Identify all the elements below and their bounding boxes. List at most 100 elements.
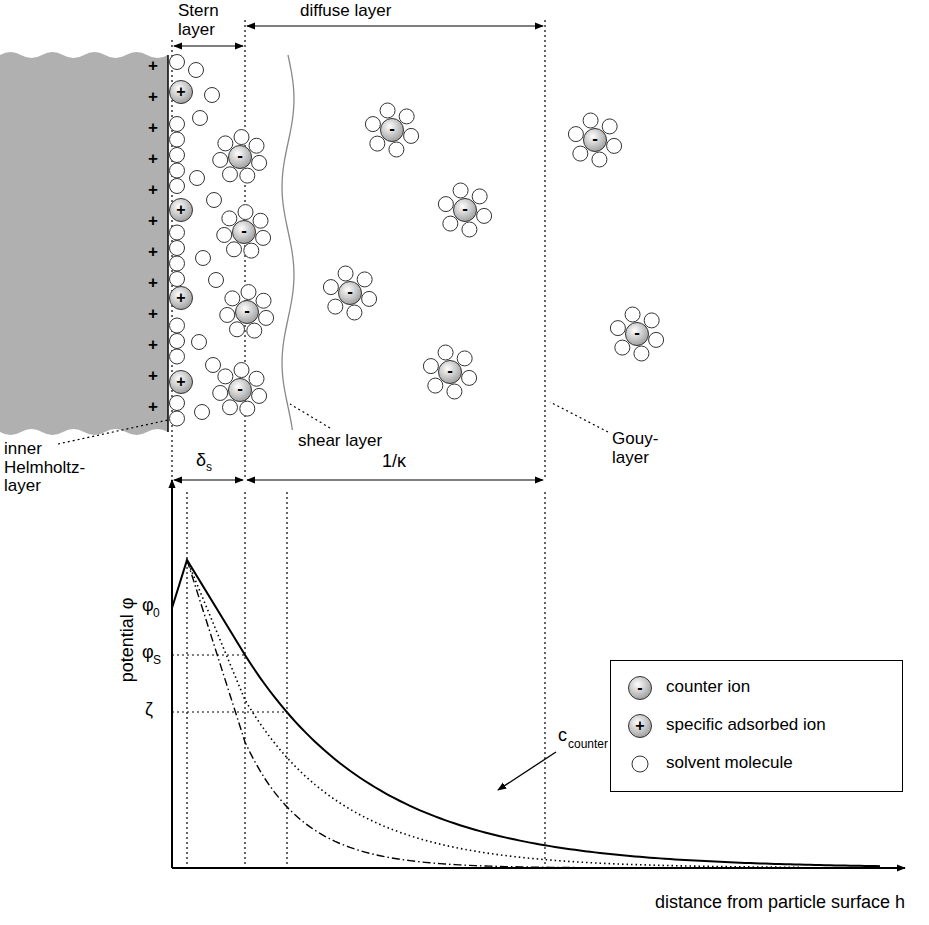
leader-line xyxy=(290,404,330,428)
solvent-molecule xyxy=(347,305,362,320)
concentration-arrow xyxy=(498,752,556,790)
leader-line xyxy=(550,402,608,432)
counter-ion xyxy=(339,282,362,305)
ion-charge: + xyxy=(176,373,185,391)
solvent-molecule xyxy=(170,411,185,426)
solvent-molecule xyxy=(226,242,241,257)
annotation-label: distance from particle surface h xyxy=(655,893,905,913)
delta-dimension xyxy=(174,479,243,480)
solvent-molecule xyxy=(607,138,622,153)
legend-row: solvent molecule xyxy=(611,745,902,783)
counter-ion xyxy=(236,301,259,324)
solvent-molecule xyxy=(170,256,185,271)
solvent-molecule xyxy=(462,370,477,385)
solvent-molecule xyxy=(195,405,210,420)
solvent-molecule xyxy=(229,322,244,337)
solvent-molecule xyxy=(170,163,185,178)
solvent-molecule xyxy=(583,113,598,128)
solvent-molecule xyxy=(238,205,253,220)
solvent-molecule xyxy=(428,378,443,393)
solvent-molecule xyxy=(222,211,237,226)
surface-charge: + xyxy=(148,150,158,169)
solvent-molecule xyxy=(472,189,487,204)
solvent-molecule xyxy=(190,171,205,186)
surface-charge: + xyxy=(148,274,158,293)
charge-sign: + xyxy=(627,713,653,739)
solvent-molecule xyxy=(338,266,353,281)
annotation-label: diffuse layer xyxy=(300,2,391,21)
solvent-molecule xyxy=(457,351,472,366)
stern-dimension xyxy=(174,45,243,46)
solvent-molecule xyxy=(253,213,268,228)
specific-adsorbed-ion xyxy=(170,81,193,104)
surface-charge: + xyxy=(148,305,158,324)
solvent-molecule xyxy=(477,208,492,223)
annotation-label: δ xyxy=(196,451,206,471)
solvent-molecule xyxy=(192,335,207,350)
solvent-molecule xyxy=(222,167,237,182)
annotation-label: inner Helmholtz- layer xyxy=(4,440,104,496)
counter-ion xyxy=(439,361,462,384)
solvent-molecule xyxy=(389,142,404,157)
solvent-molecule xyxy=(193,111,208,126)
solvent-molecule xyxy=(196,251,211,266)
legend-row: + specific adsorbed ion xyxy=(611,707,902,745)
solvent-molecule xyxy=(370,136,385,151)
solvent-molecule xyxy=(170,225,185,240)
solvent-molecule xyxy=(170,55,185,70)
solvent-molecule xyxy=(170,179,185,194)
solvent-molecule xyxy=(610,321,625,336)
solvent-molecule xyxy=(170,334,185,349)
ion-charge: - xyxy=(237,380,243,399)
surface-charge: + xyxy=(148,243,158,262)
level-line xyxy=(172,711,287,712)
debye-dimension xyxy=(247,479,543,480)
solvent-molecule xyxy=(218,136,233,151)
particle-surface xyxy=(0,52,168,435)
solvent-molecule xyxy=(634,346,649,361)
solvent-molecule xyxy=(644,313,659,328)
solvent-molecule xyxy=(404,128,419,143)
ion-charge: - xyxy=(237,147,243,166)
solvent-molecule xyxy=(649,332,664,347)
solvent-molecule xyxy=(447,384,462,399)
level-line xyxy=(172,654,245,655)
annotation-label: φ xyxy=(142,596,154,616)
ion-charge: - xyxy=(447,362,453,381)
solvent-molecule xyxy=(170,349,185,364)
solvent-molecule xyxy=(380,103,395,118)
ion-charge: - xyxy=(241,222,247,241)
annotation-label: S xyxy=(153,654,161,667)
surface-charge: + xyxy=(148,336,158,355)
solvent-molecule xyxy=(234,130,249,145)
solvent-molecule xyxy=(256,293,271,308)
solvent-molecule xyxy=(225,291,240,306)
counter-ion xyxy=(229,146,252,169)
legend-label: specific adsorbed ion xyxy=(666,715,826,735)
annotation-label: potential φ xyxy=(118,598,138,683)
guide-line xyxy=(544,492,545,866)
solvent-molecule xyxy=(189,63,204,78)
solvent-molecule xyxy=(170,272,185,287)
solvent-molecule xyxy=(615,340,630,355)
solvent-molecule xyxy=(365,117,380,132)
solvent-molecule xyxy=(438,197,453,212)
surface-edge xyxy=(167,55,169,432)
solvent-molecule xyxy=(241,285,256,300)
diffuse-dimension xyxy=(247,25,543,26)
solvent-molecule xyxy=(170,117,185,132)
counter-ion xyxy=(626,323,649,346)
solvent-molecule xyxy=(443,216,458,231)
ion-charge: - xyxy=(244,302,250,321)
solvent-molecule xyxy=(170,318,185,333)
surface-charge: + xyxy=(148,119,158,138)
solvent-molecule xyxy=(249,138,264,153)
surface-charge: + xyxy=(148,88,158,107)
ion-charge: - xyxy=(389,120,395,139)
surface-charge: + xyxy=(148,367,158,386)
solvent-molecule xyxy=(568,127,583,142)
annotation-label: 0 xyxy=(153,607,160,620)
solvent-molecule xyxy=(247,323,262,338)
counter-ion xyxy=(381,119,404,142)
annotation-label: c xyxy=(558,726,567,746)
